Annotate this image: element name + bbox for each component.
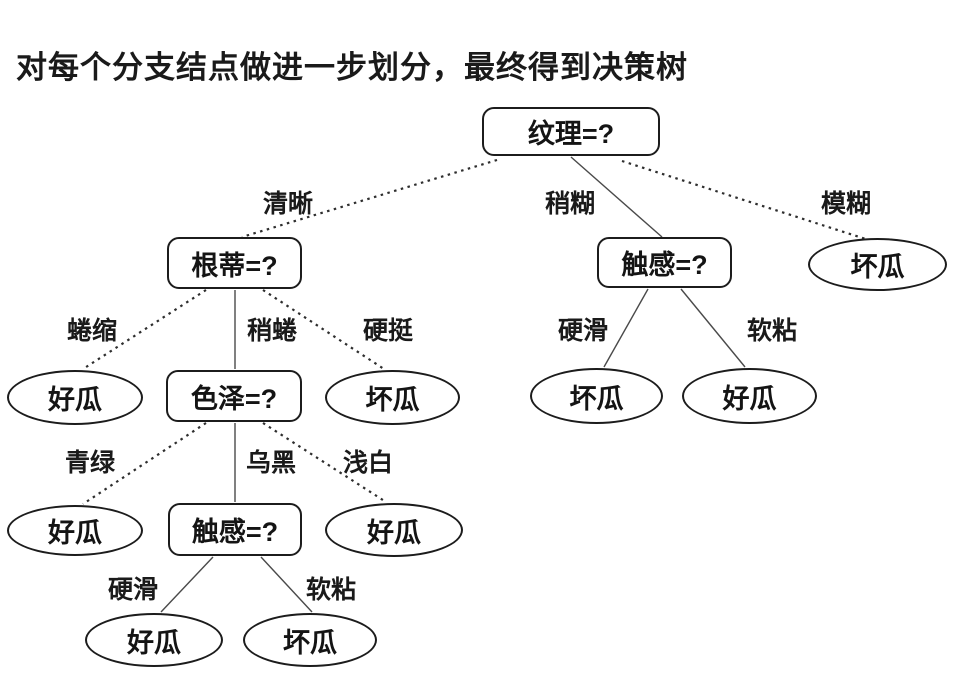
branch-label-yinghua-bottom: 硬滑	[107, 576, 159, 604]
leaf-good-ruanzhan-right: 好瓜	[682, 368, 817, 424]
branch-label-yinghua-right: 硬滑	[557, 317, 609, 345]
edge-texture-badmelon	[621, 159, 873, 243]
edge-chugan-badmelon	[603, 288, 649, 368]
node-gendi: 根蒂=?	[167, 237, 302, 289]
leaf-good-qinglv: 好瓜	[7, 505, 143, 556]
node-seze: 色泽=?	[166, 370, 302, 422]
leaf-good-qianbai: 好瓜	[325, 503, 463, 557]
branch-label-qingxi: 清晰	[262, 190, 314, 218]
edge-gendi-badmelon	[262, 289, 385, 370]
leaf-good-quansuo: 好瓜	[7, 370, 143, 425]
branch-label-wuhei: 乌黑	[245, 449, 297, 477]
leaf-bad-yingting: 坏瓜	[325, 370, 460, 425]
slide-title: 对每个分支结点做进一步划分，最终得到决策树	[16, 50, 688, 85]
branch-label-qianbai: 浅白	[342, 449, 394, 477]
edge-chugan2-badmelon	[260, 556, 313, 613]
edge-chugan-goodmelon	[680, 288, 746, 368]
leaf-good-yinghua-bottom: 好瓜	[85, 613, 223, 667]
branch-label-qinglv: 青绿	[64, 449, 116, 477]
branch-label-mohu: 模糊	[820, 190, 872, 218]
leaf-bad-ruanzhan-bottom: 坏瓜	[243, 613, 377, 667]
branch-label-yingting: 硬挺	[362, 317, 414, 345]
node-chugan-bottom: 触感=?	[168, 503, 302, 556]
leaf-bad-mohu: 坏瓜	[808, 238, 947, 291]
branch-label-quansuo: 蜷缩	[66, 317, 118, 345]
branch-label-ruanzhan-right: 软粘	[746, 317, 798, 345]
branch-label-shaoquan: 稍蜷	[246, 317, 298, 345]
node-chugan-right: 触感=?	[597, 237, 732, 288]
edge-texture-gendi	[241, 158, 498, 239]
branch-label-shaohu: 稍糊	[544, 190, 596, 218]
leaf-bad-yinghua-right: 坏瓜	[530, 368, 663, 424]
node-texture: 纹理=?	[482, 107, 660, 156]
edge-texture-chugan	[570, 156, 663, 238]
edge-chugan2-goodmelon	[160, 556, 214, 613]
branch-label-ruanzhan-bottom: 软粘	[305, 576, 357, 604]
